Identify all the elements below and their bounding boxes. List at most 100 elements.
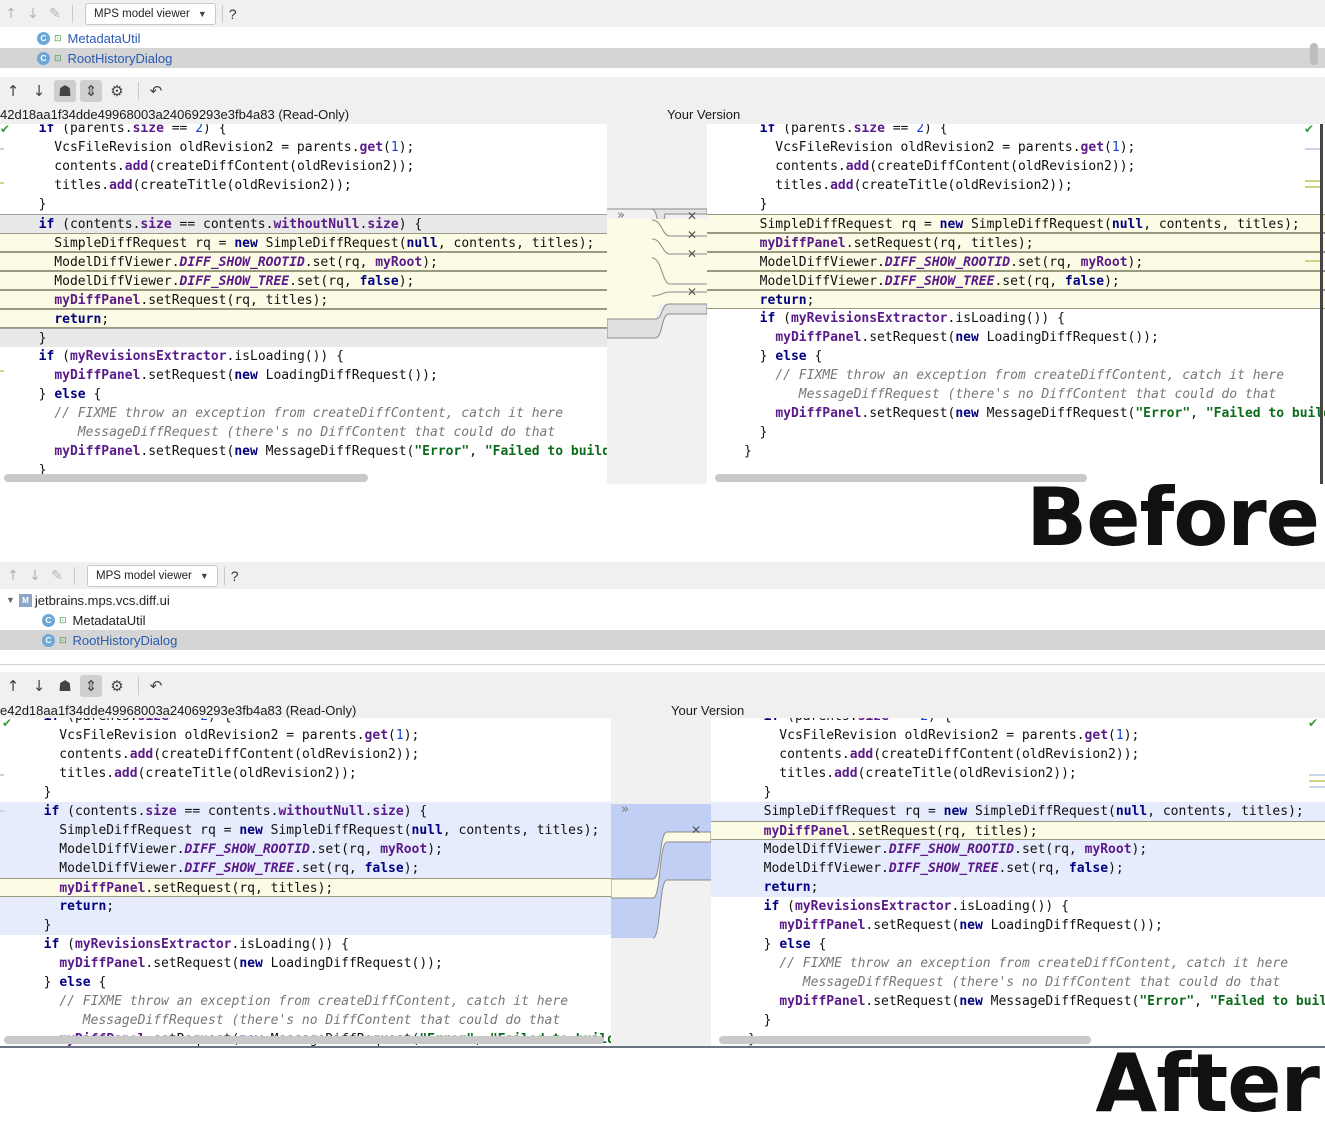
status-ok-icon: ✔: [2, 718, 13, 730]
lock-icon: ⊡: [54, 52, 62, 63]
change-marker: [1305, 180, 1321, 182]
code-line: } else {: [23, 387, 102, 402]
after-label: After: [1095, 1037, 1320, 1130]
change-marker: [1305, 186, 1321, 188]
edit-icon[interactable]: ✎: [49, 5, 61, 22]
horizontal-scrollbar[interactable]: [719, 1036, 1091, 1044]
diff-titles: e42d18aa1f34dde49968003a24069293e3fb4a83…: [0, 700, 1325, 720]
next-diff-icon[interactable]: ↓: [32, 677, 46, 695]
top-toolbar: ↑ ↓ ✎ MPS model viewer▼ ?: [0, 562, 1325, 589]
code-line: myDiffPanel.setRequest(new LoadingDiffRe…: [54, 368, 438, 383]
code-line: ModelDiffViewer.DIFF_SHOW_TREE.set(rq, f…: [707, 271, 1325, 290]
change-marker: [1305, 148, 1321, 150]
diff-connector: [607, 208, 707, 339]
right-editor[interactable]: if (parents.size == 2) { VcsFileRevision…: [707, 124, 1325, 484]
horizontal-scrollbar[interactable]: [4, 474, 368, 482]
help-button[interactable]: ?: [230, 567, 239, 584]
gear-icon[interactable]: ⚙: [110, 677, 124, 695]
revert-icon[interactable]: ↶: [149, 677, 163, 695]
code-line: VcsFileRevision oldRevision2 = parents.g…: [23, 140, 415, 155]
ignore-whitespace-icon[interactable]: ☗: [58, 677, 72, 695]
lock-icon: ⊡: [59, 634, 67, 645]
code-line: if (parents.size == 2) {: [0, 718, 611, 726]
reject-change-icon[interactable]: ✕: [691, 823, 702, 837]
code-line: if (parents.size == 2) {: [759, 124, 948, 136]
arrow-down-icon[interactable]: ↓: [29, 567, 41, 584]
arrow-down-icon[interactable]: ↓: [27, 5, 39, 22]
code-line: contents.add(createDiffContent(oldRevisi…: [23, 159, 415, 174]
prev-diff-icon[interactable]: ↑: [6, 82, 20, 100]
tree-item-roothistorydialog[interactable]: C⊡RootHistoryDialog: [0, 48, 1325, 68]
code-line: SimpleDiffRequest rq = new SimpleDiffReq…: [707, 214, 1325, 233]
code-line: SimpleDiffRequest rq = new SimpleDiffReq…: [711, 802, 1325, 821]
horizontal-scrollbar[interactable]: [4, 1036, 604, 1044]
code-line: MessageDiffRequest (there's no DiffConte…: [744, 387, 1277, 402]
code-line: contents.add(createDiffContent(oldRevisi…: [748, 747, 1140, 762]
apply-change-icon[interactable]: »: [621, 802, 629, 817]
code-line: contents.add(createDiffContent(oldRevisi…: [28, 747, 420, 762]
lock-icon: ⊡: [59, 614, 67, 625]
tree-item-label: jetbrains.mps.vcs.diff.ui: [34, 592, 170, 608]
reject-change-icon[interactable]: ✕: [687, 285, 698, 299]
before-screenshot: ↑ ↓ ✎ MPS model viewer▼ ? C⊡MetadataUtil…: [0, 0, 1325, 484]
change-marker: [0, 810, 4, 812]
left-editor[interactable]: if (parents.size == 2) { VcsFileRevision…: [0, 718, 611, 1046]
code-line: }: [748, 785, 772, 800]
horizontal-scrollbar[interactable]: [715, 474, 1087, 482]
revert-icon[interactable]: ↶: [149, 82, 163, 100]
code-line: myDiffPanel.setRequest(rq, titles);: [0, 290, 607, 309]
view-select[interactable]: MPS model viewer▼: [87, 564, 218, 587]
code-line: VcsFileRevision oldRevision2 = parents.g…: [748, 728, 1140, 743]
prev-diff-icon[interactable]: ↑: [6, 677, 20, 695]
expand-arrow-icon[interactable]: ▼: [6, 595, 15, 605]
code-line: return;: [0, 897, 611, 916]
code-line: } else {: [744, 349, 823, 364]
code-line: }: [23, 197, 47, 212]
code-line: MessageDiffRequest (there's no DiffConte…: [748, 975, 1281, 990]
arrow-up-icon[interactable]: ↑: [5, 5, 17, 22]
tree-scrollbar[interactable]: [1310, 43, 1318, 65]
lock-icon: ⊡: [54, 32, 62, 43]
left-editor[interactable]: if (parents.size == 2) { VcsFileRevision…: [0, 124, 607, 484]
arrow-up-icon[interactable]: ↑: [7, 567, 19, 584]
reject-change-icon[interactable]: ✕: [687, 228, 698, 242]
code-line: myDiffPanel.setRequest(rq, titles);: [707, 233, 1325, 252]
change-marker: [0, 370, 4, 372]
toolbar-separator: [223, 566, 225, 585]
reject-change-icon[interactable]: ✕: [687, 209, 698, 223]
code-line: // FIXME throw an exception from createD…: [54, 406, 564, 421]
code-line: VcsFileRevision oldRevision2 = parents.g…: [28, 728, 420, 743]
tree-item-roothistorydialog[interactable]: C⊡RootHistoryDialog: [0, 630, 1325, 650]
next-diff-icon[interactable]: ↓: [32, 82, 46, 100]
edit-icon[interactable]: ✎: [51, 567, 63, 584]
before-label: Before: [1026, 471, 1320, 564]
code-line: }: [23, 463, 47, 478]
change-marker: [0, 182, 4, 184]
status-ok-icon: ✔: [0, 124, 11, 136]
code-line: if (myRevisionsExtractor.isLoading()) {: [759, 311, 1065, 326]
tree-item-metadatautil[interactable]: C⊡MetadataUtil: [0, 28, 1325, 48]
sync-scroll-icon[interactable]: ⇕: [80, 675, 102, 697]
ignore-whitespace-icon[interactable]: ☗: [54, 80, 76, 102]
code-line: ModelDiffViewer.DIFF_SHOW_TREE.set(rq, f…: [0, 271, 607, 290]
status-ok-icon: ✔: [1304, 124, 1315, 136]
right-editor[interactable]: if (parents.size == 2) { VcsFileRevision…: [711, 718, 1325, 1046]
change-marker: [1309, 780, 1325, 782]
code-line: titles.add(createTitle(oldRevision2));: [28, 766, 357, 781]
tree-item-label: MetadataUtil: [67, 30, 141, 46]
reject-change-icon[interactable]: ✕: [687, 247, 698, 261]
code-line: myDiffPanel.setRequest(new MessageDiffRe…: [779, 994, 1325, 1009]
help-button[interactable]: ?: [228, 5, 237, 22]
apply-change-icon[interactable]: »: [617, 208, 625, 223]
gear-icon[interactable]: ⚙: [110, 82, 124, 100]
view-select[interactable]: MPS model viewer▼: [85, 2, 216, 25]
tree-item-label: MetadataUtil: [72, 612, 146, 628]
tree-item-label: RootHistoryDialog: [67, 50, 173, 66]
code-line: return;: [0, 309, 607, 328]
sync-scroll-icon[interactable]: ⇕: [80, 80, 102, 102]
code-line: VcsFileRevision oldRevision2 = parents.g…: [744, 140, 1136, 155]
code-line: MessageDiffRequest (there's no DiffConte…: [28, 1013, 561, 1028]
tree-item-metadatautil[interactable]: C⊡MetadataUtil: [0, 610, 1325, 630]
code-line: }: [748, 1013, 772, 1028]
